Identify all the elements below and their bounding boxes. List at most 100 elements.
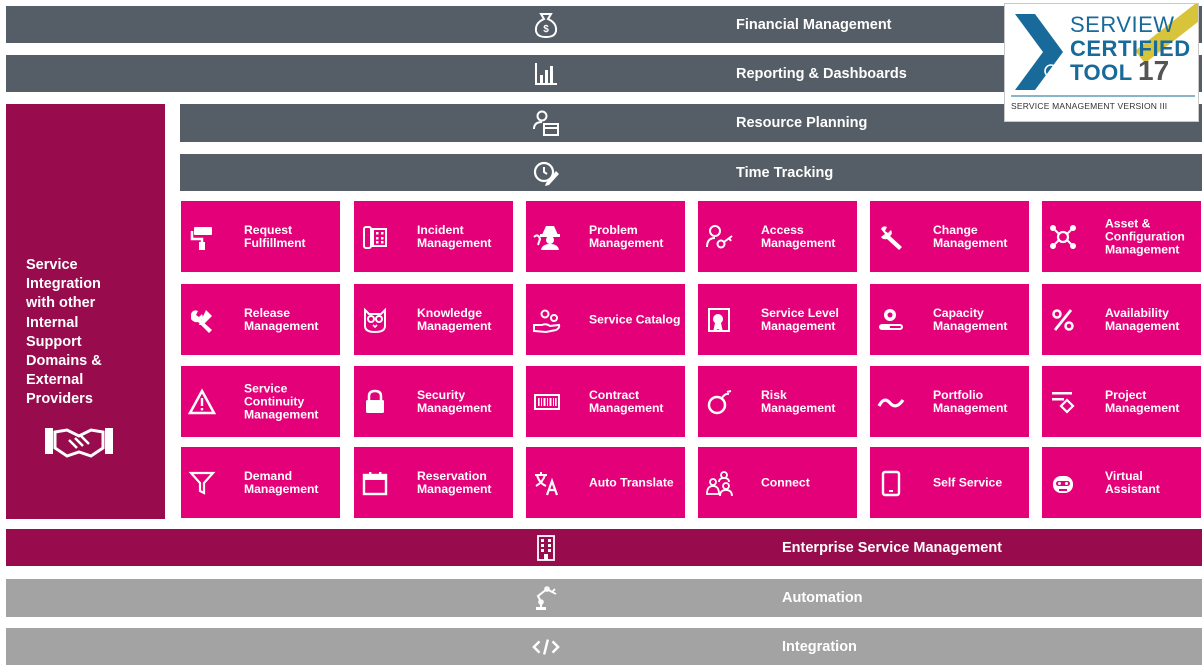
tile-security-management[interactable]: Security Management [354, 366, 513, 437]
hand-gears-icon [531, 304, 563, 336]
project-icon [1047, 386, 1079, 418]
tile-label: Reservation Management [417, 468, 492, 496]
building-icon [532, 534, 560, 562]
user-key-icon [703, 221, 735, 253]
tile-knowledge-management[interactable]: Knowledge Management [354, 284, 513, 355]
network-icon [1047, 221, 1079, 253]
side-line: Internal [26, 314, 79, 331]
tile-label: Change Management [933, 222, 1008, 250]
tile-label: Service Continuity Management [244, 381, 319, 421]
tile-label: Knowledge Management [417, 305, 492, 333]
tile-virtual-assistant[interactable]: Virtual Assistant [1042, 447, 1201, 518]
tile-capacity-management[interactable]: Capacity Management [870, 284, 1029, 355]
time-tracking-bar[interactable]: Time Tracking [180, 154, 1202, 191]
integration-bar[interactable]: Integration [6, 628, 1202, 665]
tile-incident-management[interactable]: Incident Management [354, 201, 513, 272]
side-line: Service [26, 257, 78, 273]
tile-label: Service Catalog [589, 312, 681, 326]
tile-self-service[interactable]: Self Service [870, 447, 1029, 518]
bar-label: Financial Management [736, 16, 892, 33]
tile-label: Security Management [417, 387, 492, 415]
bar-label: Resource Planning [736, 115, 868, 131]
tile-label: Problem Management [589, 222, 664, 250]
serview-certified-badge: SERVIEW CERTIFIED TOOL 17 SERVICE MANAGE… [1004, 3, 1199, 122]
tile-label: Release Management [244, 305, 319, 333]
tile-reservation-management[interactable]: Reservation Management [354, 447, 513, 518]
barcode-icon [531, 386, 563, 418]
side-line: Providers [26, 391, 93, 408]
warning-icon [186, 386, 218, 418]
bar-chart-icon [532, 60, 560, 88]
code-icon [532, 633, 560, 661]
badge-line-3: TOOL [1070, 60, 1133, 85]
tile-auto-translate[interactable]: Auto Translate [526, 447, 685, 518]
paint-roller-icon [186, 221, 218, 253]
gear-slider-icon [875, 304, 907, 336]
tile-change-management[interactable]: Change Management [870, 201, 1029, 272]
badge-line-1: SERVIEW [1070, 12, 1175, 37]
tile-label: Portfolio Management [933, 387, 1008, 415]
bar-label: Integration [782, 638, 857, 655]
lock-icon [359, 386, 391, 418]
automation-bar[interactable]: Automation [6, 579, 1202, 617]
tile-problem-management[interactable]: Problem Management [526, 201, 685, 272]
tile-label: Auto Translate [589, 475, 674, 489]
tile-service-catalog[interactable]: Service Catalog [526, 284, 685, 355]
side-line: Domains & [26, 353, 102, 370]
tile-demand-management[interactable]: Demand Management [181, 447, 340, 518]
tile-label: Risk Management [761, 387, 836, 415]
badge-logo-icon [1011, 14, 1195, 97]
robot-icon [1047, 467, 1079, 499]
tile-label: Connect [761, 475, 810, 489]
tile-access-management[interactable]: Access Management [698, 201, 857, 272]
service-integration-panel: Service Integration with other Internal … [6, 104, 165, 519]
svg-text:$: $ [543, 24, 549, 35]
bar-label: Reporting & Dashboards [736, 65, 907, 82]
tile-label: Project Management [1105, 387, 1180, 415]
tile-risk-management[interactable]: Risk Management [698, 366, 857, 437]
badge-subtitle: SERVICE MANAGEMENT VERSION III [1011, 101, 1168, 111]
side-line: Integration [26, 276, 101, 293]
tile-label: Availability Management [1105, 305, 1180, 333]
clock-pen-icon [532, 159, 560, 187]
tile-availability-management[interactable]: Availability Management [1042, 284, 1201, 355]
tile-label: Contract Management [589, 387, 664, 415]
tile-label: Request Fulfillment [244, 222, 306, 250]
funnel-icon [186, 467, 218, 499]
bar-label: Time Tracking [736, 164, 834, 181]
enterprise-service-management-bar[interactable]: Enterprise Service Management [6, 529, 1202, 566]
certificate-icon [703, 304, 735, 336]
side-line: Support [26, 333, 82, 350]
side-line: with other [26, 295, 96, 312]
owl-icon [359, 304, 391, 336]
robot-arm-icon [532, 584, 560, 612]
tile-release-management[interactable]: Release Management [181, 284, 340, 355]
handshake-icon [43, 422, 115, 460]
tile-portfolio-management[interactable]: Portfolio Management [870, 366, 1029, 437]
detective-icon [531, 221, 563, 253]
percent-icon [1047, 304, 1079, 336]
tile-label: Service Level Management [761, 305, 839, 333]
tile-project-management[interactable]: Project Management [1042, 366, 1201, 437]
tile-label: Virtual Assistant [1105, 468, 1160, 496]
badge-year: 17 [1138, 55, 1170, 86]
financial-management-bar[interactable]: $ Financial Management [6, 6, 1202, 43]
tile-asset-configuration-management[interactable]: Asset & Configuration Management [1042, 201, 1201, 272]
mobile-icon [875, 467, 907, 499]
tile-service-level-management[interactable]: Service Level Management [698, 284, 857, 355]
tile-contract-management[interactable]: Contract Management [526, 366, 685, 437]
bar-label: Automation [782, 590, 863, 606]
badge-line-2: CERTIFIED [1070, 36, 1191, 61]
people-icon [703, 467, 735, 499]
reporting-dashboards-bar[interactable]: Reporting & Dashboards [6, 55, 1202, 92]
tile-request-fulfillment[interactable]: Request Fulfillment [181, 201, 340, 272]
phone-icon [359, 221, 391, 253]
tile-label: Demand Management [244, 468, 319, 496]
money-bag-icon: $ [532, 11, 560, 39]
tile-connect[interactable]: Connect [698, 447, 857, 518]
bomb-icon [703, 386, 735, 418]
tile-label: Asset & Configuration Management [1105, 216, 1185, 256]
side-line: External [26, 372, 84, 389]
tile-service-continuity-management[interactable]: Service Continuity Management [181, 366, 340, 437]
side-panel-text: Service Integration with other Internal … [26, 256, 156, 410]
